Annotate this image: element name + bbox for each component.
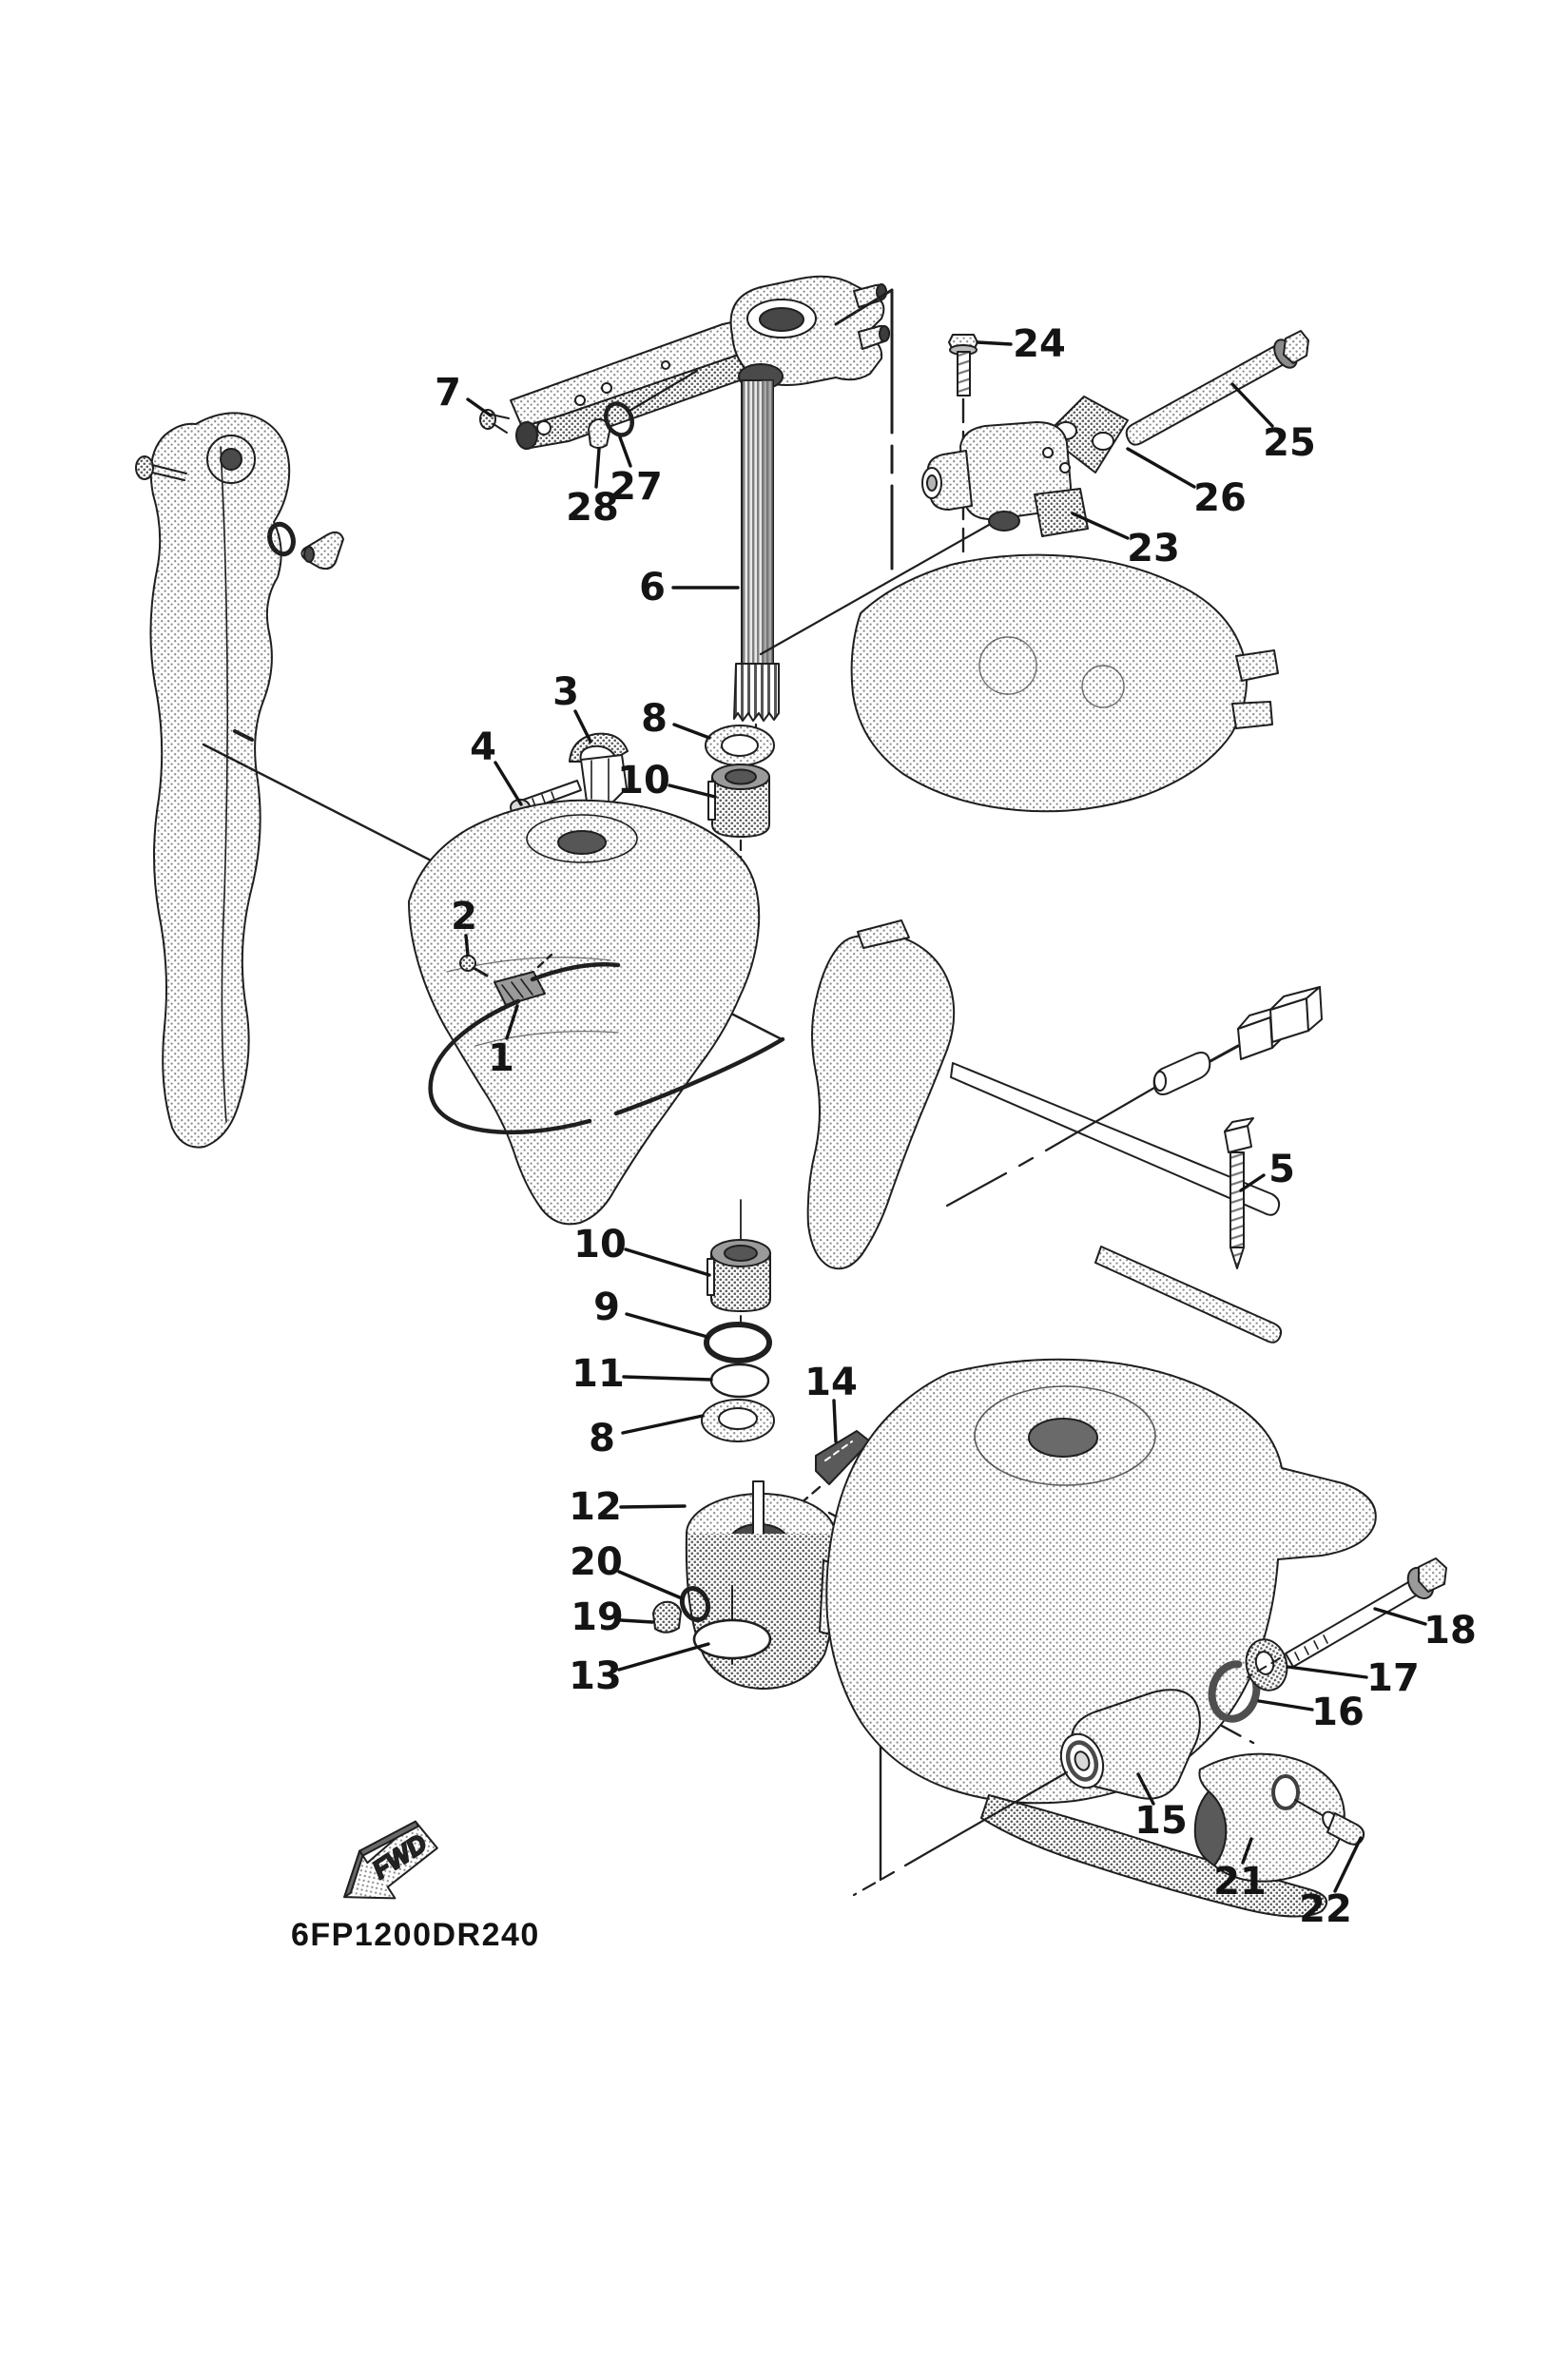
tilt-stop-rod bbox=[1094, 1246, 1283, 1344]
callout-1: 1 bbox=[488, 1036, 514, 1080]
upper-casing bbox=[850, 553, 1279, 813]
callout-6: 6 bbox=[639, 566, 666, 609]
washer-8-upper bbox=[705, 725, 775, 766]
callout-21: 21 bbox=[1213, 1860, 1267, 1904]
steering-stack bbox=[701, 1199, 871, 1530]
callout-leader-7 bbox=[466, 397, 493, 417]
detail-frame-lines bbox=[834, 288, 894, 570]
callout-4: 4 bbox=[470, 725, 496, 769]
starboard-clamp-bracket bbox=[806, 919, 956, 1270]
callout-28: 28 bbox=[566, 486, 619, 530]
cable-clamp-1 bbox=[428, 953, 785, 1135]
callout-leader-25 bbox=[1230, 382, 1274, 428]
callout-leader-10 bbox=[668, 783, 717, 799]
bolt-24 bbox=[948, 334, 978, 688]
callout-leader-11 bbox=[622, 1375, 713, 1382]
callout-leader-3 bbox=[573, 709, 592, 744]
lower-casing bbox=[825, 1358, 1377, 1918]
callout-25: 25 bbox=[1263, 421, 1316, 465]
callout-18: 18 bbox=[1423, 1609, 1477, 1653]
callout-10: 10 bbox=[573, 1223, 627, 1267]
callout-23: 23 bbox=[1127, 527, 1180, 570]
callout-19: 19 bbox=[571, 1595, 624, 1639]
mount-housing-21 bbox=[1193, 1752, 1345, 1883]
bushing-10-upper bbox=[707, 764, 770, 886]
steering-shaft-6 bbox=[733, 379, 780, 742]
callout-leader-15 bbox=[1136, 1772, 1155, 1806]
callout-leader-5 bbox=[1239, 1173, 1266, 1192]
cring-16 bbox=[1208, 1660, 1261, 1723]
callout-9: 9 bbox=[593, 1286, 620, 1329]
callout-22: 22 bbox=[1299, 1887, 1352, 1931]
callout-27: 27 bbox=[610, 465, 663, 509]
nut-19 bbox=[652, 1600, 682, 1634]
callout-2: 2 bbox=[451, 895, 477, 938]
washer-13 bbox=[692, 1618, 772, 1660]
callout-leader-13 bbox=[617, 1642, 710, 1672]
callout-leader-14 bbox=[832, 1399, 838, 1443]
callout-8: 8 bbox=[641, 697, 668, 741]
key-14 bbox=[815, 1430, 871, 1485]
clamp-3 bbox=[569, 732, 629, 804]
washer-17 bbox=[1245, 1638, 1288, 1692]
callout-8: 8 bbox=[589, 1417, 615, 1460]
callout-leader-8 bbox=[672, 723, 711, 740]
part-code: 6FP1200DR240 bbox=[291, 1917, 540, 1953]
callout-leader-26 bbox=[1126, 447, 1196, 489]
callout-17: 17 bbox=[1366, 1656, 1420, 1700]
screw-2 bbox=[459, 955, 489, 977]
callout-leader-9 bbox=[625, 1312, 709, 1339]
callout-24: 24 bbox=[1013, 322, 1066, 366]
trim-sender-5 bbox=[945, 986, 1323, 1269]
swivel-bracket bbox=[408, 799, 761, 1226]
callout-leader-28 bbox=[594, 447, 601, 489]
oring-9 bbox=[704, 1322, 772, 1363]
callout-leader-16 bbox=[1257, 1699, 1314, 1711]
callout-11: 11 bbox=[571, 1352, 625, 1396]
callout-3: 3 bbox=[552, 670, 579, 714]
oring-20 bbox=[679, 1586, 711, 1622]
callout-16: 16 bbox=[1311, 1691, 1365, 1734]
callout-leader-10 bbox=[624, 1247, 711, 1277]
plate-26 bbox=[1045, 396, 1129, 474]
ring-11 bbox=[709, 1363, 770, 1399]
bracket-assembly-23 bbox=[759, 421, 1089, 656]
oring-27 bbox=[604, 369, 699, 437]
callout-5: 5 bbox=[1268, 1148, 1295, 1191]
bolt-22 bbox=[1322, 1810, 1365, 1846]
callout-leader-12 bbox=[619, 1504, 687, 1509]
callout-leader-4 bbox=[494, 761, 523, 806]
callout-leader-20 bbox=[617, 1570, 684, 1600]
callout-leader-17 bbox=[1286, 1665, 1368, 1679]
call outs: 7282724252623634810215109118141220191318… bbox=[435, 322, 1477, 1931]
callout-leader-8 bbox=[621, 1414, 705, 1435]
through-tube-rod bbox=[950, 1062, 1281, 1216]
pin-rod-25 bbox=[1125, 330, 1309, 446]
callout-leader-27 bbox=[618, 435, 632, 468]
scene: FWD bbox=[135, 275, 1447, 1918]
steering-yoke bbox=[729, 275, 890, 390]
port-clamp-bracket bbox=[135, 412, 784, 1149]
bolt-18 bbox=[1247, 1557, 1447, 1678]
callout-leader-18 bbox=[1373, 1607, 1427, 1626]
callout-leader-2 bbox=[464, 934, 470, 957]
callout-leader-22 bbox=[1333, 1836, 1363, 1893]
callout-13: 13 bbox=[569, 1654, 622, 1698]
callout-7: 7 bbox=[435, 371, 461, 415]
callout-leader-1 bbox=[505, 1004, 519, 1040]
callout-15: 15 bbox=[1134, 1799, 1188, 1843]
callout-26: 26 bbox=[1193, 476, 1247, 520]
callout-20: 20 bbox=[570, 1540, 623, 1584]
mount-damper-15 bbox=[852, 1689, 1201, 1897]
callout-leader-19 bbox=[619, 1618, 654, 1624]
callout-leader-21 bbox=[1241, 1837, 1253, 1865]
callout-12: 12 bbox=[569, 1485, 622, 1529]
callout-leader-23 bbox=[1071, 512, 1130, 540]
callout-leader-24 bbox=[976, 340, 1013, 346]
callout-10: 10 bbox=[617, 759, 670, 802]
callout-14: 14 bbox=[804, 1361, 858, 1404]
